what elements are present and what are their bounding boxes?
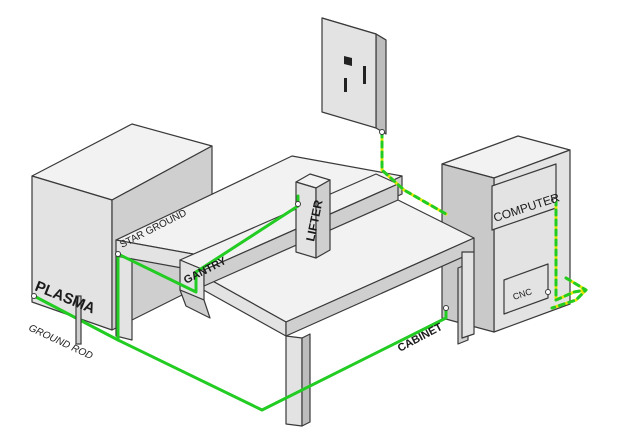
outlet-ground-hole — [344, 78, 347, 92]
ground-rod — [75, 295, 82, 345]
label-ground-rod: GROUND ROD — [27, 323, 95, 362]
wall-outlet — [321, 17, 387, 135]
cnc-panel — [503, 263, 549, 315]
terminals — [31, 129, 557, 311]
earth-wires — [380, 130, 588, 310]
outlet-slot-right — [363, 66, 366, 84]
wire-main-run — [116, 306, 448, 412]
outlet-slot-left — [344, 56, 352, 66]
lifter — [295, 173, 331, 259]
wire-star-to-gantry — [116, 204, 300, 294]
